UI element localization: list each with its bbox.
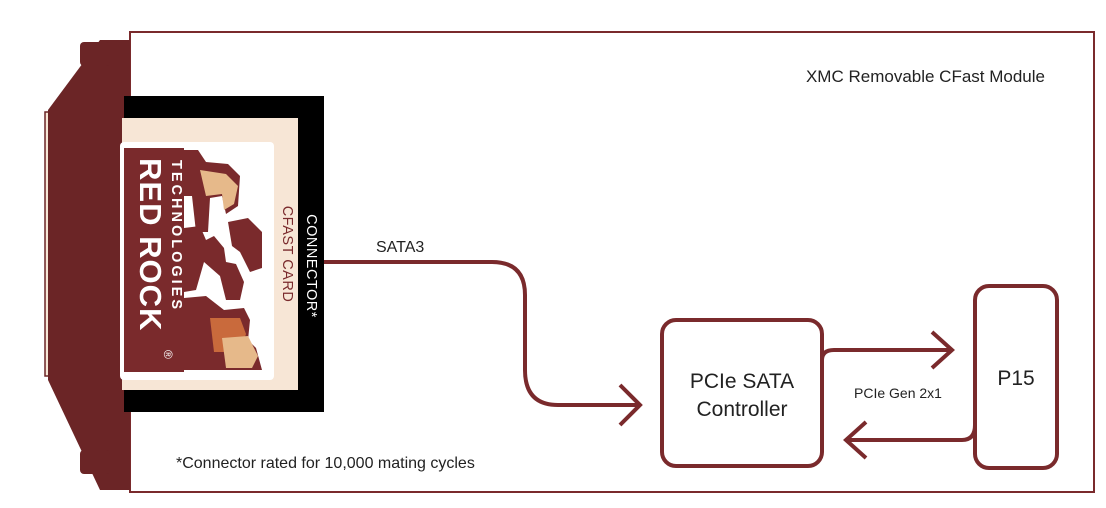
red-rock-logo: RED ROCK TECHNOLOGIES ® [120,142,274,380]
controller-line1: PCIe SATA [690,370,794,393]
bracket-top-screw [80,42,110,66]
logo-registered-mark: ® [161,350,175,359]
bracket-body [48,40,130,490]
controller-box [660,318,824,468]
sata-link-arrowhead [618,383,643,427]
sata-link-line [324,260,640,407]
footnote: *Connector rated for 10,000 mating cycle… [176,455,475,472]
logo-brand-line2: TECHNOLOGIES [168,160,184,312]
pcie-link-return-line [848,424,977,442]
connector-label: CONNECTOR* [303,214,319,318]
controller-line2: Controller [696,398,787,421]
bracket [44,40,141,490]
pcie-link-return-arrowhead [843,420,868,460]
p15-box [973,284,1059,470]
bracket-bottom-screw [80,450,110,474]
logo-maroon-band [124,148,184,372]
logo-rock-sand [200,170,238,210]
logo-rock-mid [184,226,244,300]
p15-label: P15 [997,367,1034,390]
pcie-link-forward-arrowhead [930,330,955,370]
cfast-card-label: CFAST CARD [279,206,295,303]
pcie-link-label: PCIe Gen 2x1 [854,385,942,401]
sata-link-label: SATA3 [376,239,424,256]
pcie-link-forward-line [820,348,950,361]
logo-brand-line1: RED ROCK [133,158,168,331]
logo-rock-sand-low [222,336,258,368]
logo-rock-upper-right [228,218,262,272]
module-title: XMC Removable CFast Module [806,67,1045,86]
